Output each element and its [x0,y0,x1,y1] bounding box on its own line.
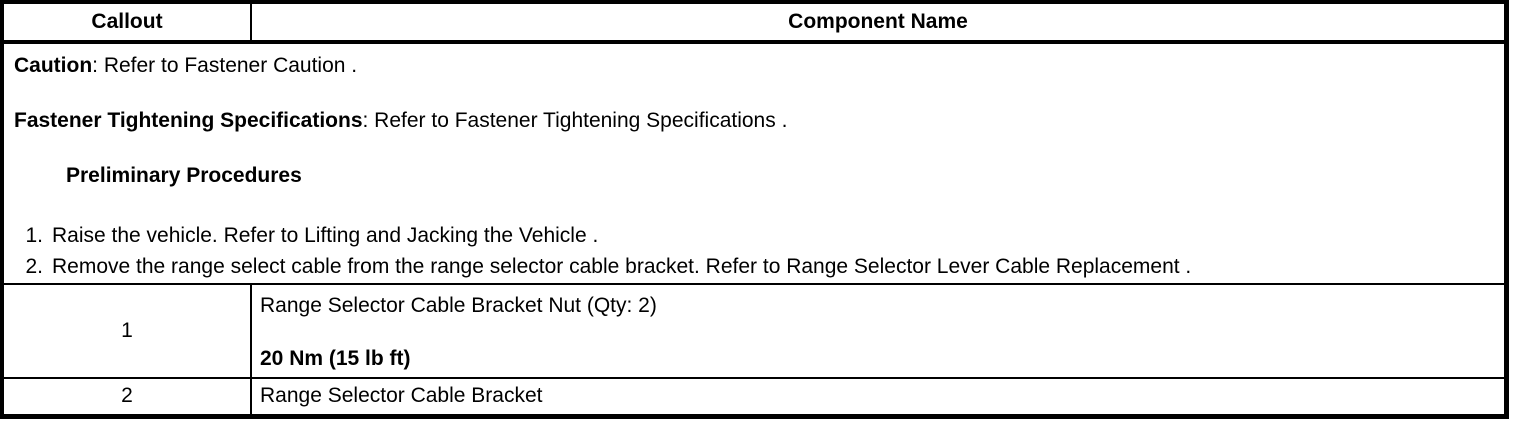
fastener-spec-paragraph: Fastener Tightening Specifications: Refe… [14,109,1494,133]
component-name-cell: Range Selector Cable Bracket [250,377,1508,417]
callout-number-cell: 1 [1,283,252,379]
table-header-row: Callout Component Name [1,1,1508,44]
notes-row: Caution: Refer to Fastener Caution . Fas… [1,41,1508,285]
fastener-spec-label: Fastener Tightening Specifications [14,109,363,132]
list-item: 2. Remove the range select cable from th… [21,251,1494,282]
header-cell-component-name: Component Name [250,1,1508,44]
caution-text: : Refer to Fastener Caution . [92,54,358,77]
fastener-spec-text: : Refer to Fastener Tightening Specifica… [362,109,788,132]
component-name-cell: Range Selector Cable Bracket Nut (Qty: 2… [250,283,1508,379]
callout-component-table: Callout Component Name Caution: Refer to… [0,0,1509,419]
caution-label: Caution [14,54,93,77]
component-name-text: Range Selector Cable Bracket Nut (Qty: 2… [260,294,657,317]
header-cell-callout: Callout [1,1,252,44]
caution-paragraph: Caution: Refer to Fastener Caution . [14,54,1494,78]
step-text: Remove the range select cable from the r… [52,255,1192,278]
component-name-text: Range Selector Cable Bracket [260,384,543,408]
preliminary-procedures-heading: Preliminary Procedures [66,164,302,187]
table-row: 2 Range Selector Cable Bracket [1,377,1508,417]
step-number: 1. [25,224,43,247]
torque-spec-text: 20 Nm (15 lb ft) [260,347,411,370]
list-item: 1. Raise the vehicle. Refer to Lifting a… [21,220,1494,251]
step-number: 2. [25,255,43,278]
table-row: 1 Range Selector Cable Bracket Nut (Qty:… [1,283,1508,379]
notes-cell: Caution: Refer to Fastener Caution . Fas… [1,41,1508,285]
preliminary-steps-list: 1. Raise the vehicle. Refer to Lifting a… [21,220,1494,282]
step-text: Raise the vehicle. Refer to Lifting and … [52,224,599,247]
callout-number-cell: 2 [1,377,252,417]
